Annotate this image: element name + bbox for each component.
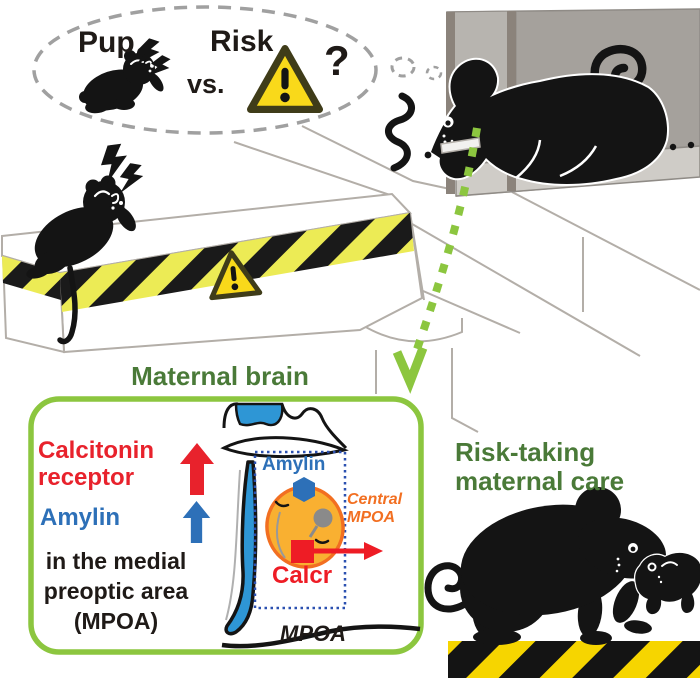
bubble-trail-circle (390, 56, 416, 78)
pup-tail (57, 265, 78, 345)
diagram-central-mpoa-label: Central MPOA (347, 491, 403, 527)
third-ventricle (224, 460, 258, 636)
maternal-brain-panel (28, 396, 424, 655)
diagram-calcr-label: Calcr (272, 562, 333, 589)
output-arrow-head (364, 542, 383, 560)
bubble-pup-label: Pup (78, 26, 135, 59)
pup-question-mark (111, 193, 120, 204)
calcitonin-receptor-label: Calcitonin receptor (38, 437, 155, 492)
calcr-square-icon (291, 540, 314, 563)
bubble-trail-circle (425, 65, 443, 81)
bubble-pup (79, 47, 164, 114)
panel-title: Maternal brain (131, 361, 309, 391)
mouse-pupil (630, 546, 636, 552)
pup-paw (108, 197, 126, 217)
wall-post (446, 12, 455, 194)
mouse-nose (424, 151, 432, 159)
bubble-question-mark: ? (324, 37, 350, 84)
mouse-silhouette (428, 57, 669, 186)
platform-edge-line (399, 216, 641, 357)
pup-foot (26, 265, 50, 279)
mouse-leg-line (515, 139, 542, 179)
mouse-pupil (445, 120, 451, 126)
central-mpoa-dotted-box (253, 450, 347, 610)
ledge-edge (440, 137, 481, 154)
pup-on-beam (26, 142, 145, 345)
runway-edge-line (301, 125, 451, 190)
pup-ear (85, 179, 101, 195)
gaze-arrow-line (412, 127, 481, 354)
thought-bubble (32, 5, 443, 135)
pup-face-dot (111, 206, 115, 210)
pillar-leg-line (451, 348, 479, 433)
platform-edge-line (511, 191, 700, 291)
carried-pup-ear-mark (661, 561, 678, 567)
mouse-whisker-dots (615, 557, 621, 573)
runway-edge-line (233, 141, 391, 196)
amylin-hexagon-icon (293, 477, 315, 502)
sniffing-squiggle (385, 92, 415, 172)
carrying-mother-mouse (424, 487, 700, 645)
brain-base-line (221, 624, 421, 649)
diagram-mpoa-label: MPOA (280, 621, 346, 646)
outcome-title: Risk-taking maternal care (455, 437, 625, 497)
pup-closed-eye-mark (93, 190, 111, 198)
distress-call-bolt-icon (118, 162, 145, 196)
gaze-dashed-arrow (392, 127, 481, 394)
gaze-arrow-head (392, 346, 428, 394)
mouse-leg-line (559, 145, 598, 178)
amylin-label: Amylin (40, 504, 121, 531)
carried-pup-eye (647, 562, 657, 572)
brain-blue-region (234, 402, 284, 427)
bubble-risk-label: Risk (210, 25, 274, 58)
receptor-ball-icon (313, 508, 333, 528)
pup-ear (100, 175, 116, 191)
carried-pup (633, 551, 700, 616)
peeking-mother-mouse (385, 44, 669, 186)
mpoa-location-caption: in the medial preoptic area (MPOA) (43, 548, 189, 634)
hazard-floor-strip (448, 641, 700, 678)
diagram-amylin-label: Amylin (262, 454, 326, 475)
bubble-vs-label: vs. (187, 69, 225, 99)
panel-border (28, 396, 424, 655)
brain-commissure (220, 436, 349, 459)
brain-section-diagram (220, 402, 421, 649)
receptor-stem (308, 525, 319, 538)
pup-eye-dot (119, 201, 123, 205)
